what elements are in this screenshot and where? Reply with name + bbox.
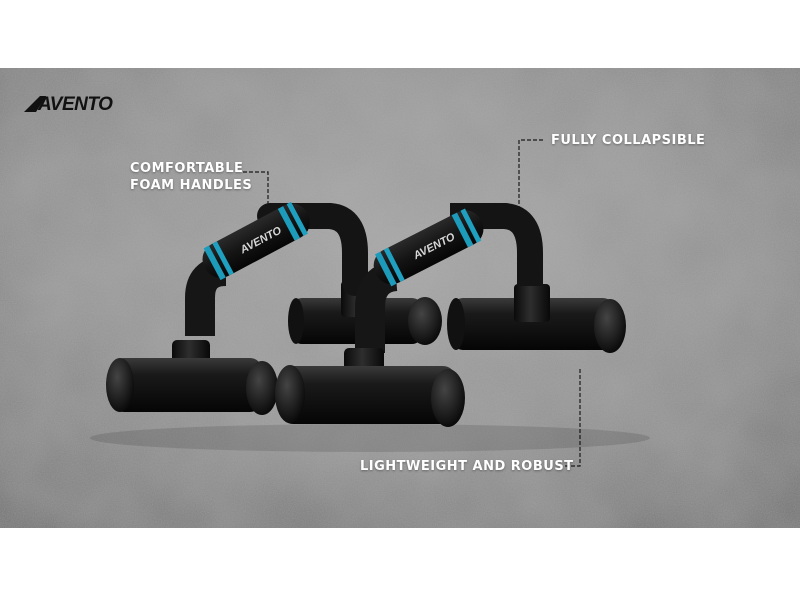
callout-lightweight: LIGHTWEIGHT AND ROBUST [360, 459, 574, 474]
callout-leader-lines [243, 139, 581, 467]
product-banner: AVENTO [0, 68, 800, 528]
callout-foam-line1: COMFORTABLE [130, 161, 244, 176]
callout-collapsible: FULLY COLLAPSIBLE [551, 133, 706, 148]
push-up-bar-front: AVENTO [275, 203, 626, 427]
logo-wordmark: AVENTO [37, 94, 113, 115]
callout-foam-line2: FOAM HANDLES [130, 178, 253, 193]
avento-logo: AVENTO [22, 90, 142, 116]
callout-foam-handles: COMFORTABLE FOAM HANDLES [130, 160, 252, 194]
banner-artwork: AVENTO [0, 68, 800, 528]
